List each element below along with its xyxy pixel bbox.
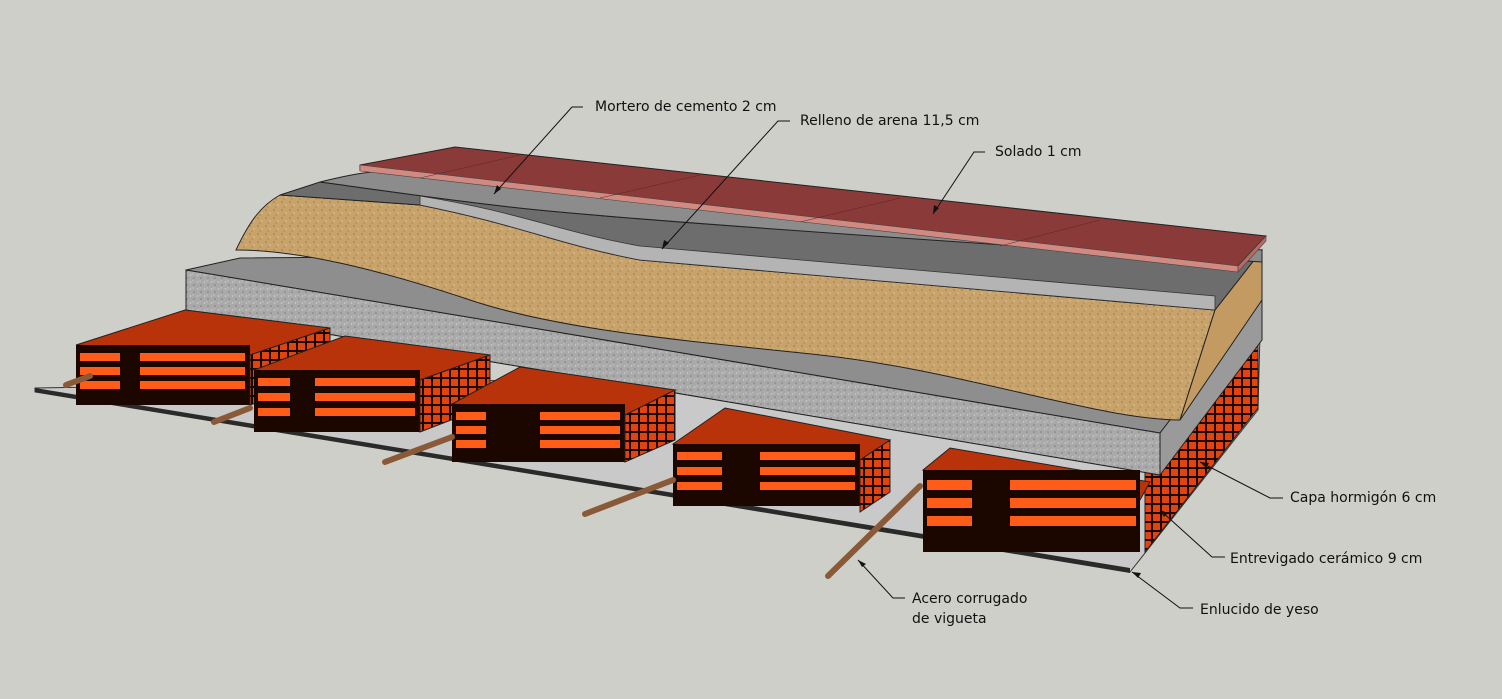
ceramic-block-1 xyxy=(75,309,331,406)
ceramic-block-5 xyxy=(921,447,1151,552)
label-mortero: Mortero de cemento 2 cm xyxy=(595,99,777,115)
label-enlucido: Enlucido de yeso xyxy=(1200,602,1319,618)
rebars xyxy=(63,373,923,579)
label-acero-line1: Acero corrugado xyxy=(912,591,1028,607)
ceramic-block-4 xyxy=(671,407,892,513)
label-acero-line2: de vigueta xyxy=(912,611,987,627)
leader-lines xyxy=(493,106,1283,609)
label-relleno: Relleno de arena 11,5 cm xyxy=(800,113,980,129)
tile-layer xyxy=(359,146,1268,273)
leader-arrows xyxy=(494,185,1209,578)
label-entrevigado: Entrevigado cerámico 9 cm xyxy=(1230,551,1423,567)
label-solado: Solado 1 cm xyxy=(995,144,1082,160)
ceramic-block-2 xyxy=(253,335,491,433)
ceramic-block-3 xyxy=(450,366,677,463)
label-capa-hormigon: Capa hormigón 6 cm xyxy=(1290,490,1437,506)
